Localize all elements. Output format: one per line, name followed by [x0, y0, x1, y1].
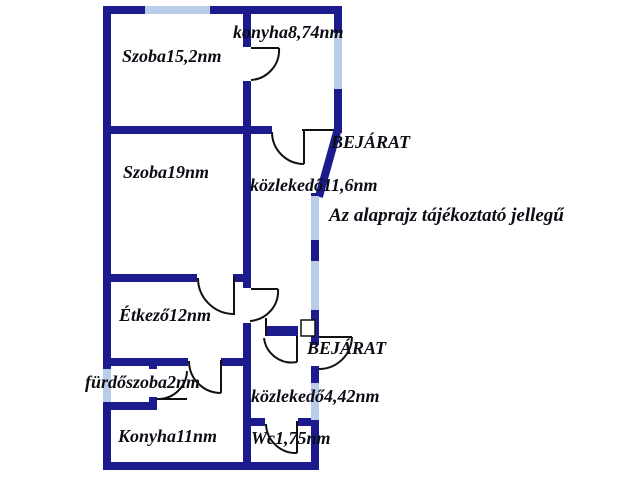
window-right-lower [311, 383, 319, 420]
wall-openings [149, 47, 319, 426]
wall-szoba19-etkezo [103, 274, 251, 282]
wall-vertical-main [243, 6, 251, 462]
wall-etkezo-konyha11 [103, 358, 251, 366]
room-label-konyha11: Konyha11nm [118, 426, 218, 446]
disclaimer-note: Az alaprajz tájékoztató jellegű [329, 205, 564, 226]
door-furdoszoba [157, 370, 188, 400]
room-label-kozlekedo11: közlekedő11,6nm [250, 175, 378, 195]
wall-furdoszoba-bottom [103, 402, 157, 410]
window-top [145, 6, 210, 14]
door-etkezo-kozlekedo [249, 288, 280, 322]
door-konyha11 [188, 360, 222, 394]
entrance-label-upper: BEJÁRAT [331, 132, 411, 152]
door-symbols [157, 47, 353, 455]
room-label-szoba15: Szoba15,2nm [122, 46, 222, 66]
window-left-furdoszoba [103, 369, 111, 402]
wall-left [103, 6, 111, 470]
window-right-kozlekedo-1 [311, 196, 319, 240]
wall-vestibule [265, 326, 298, 336]
room-label-furdoszoba: fürdőszoba2nm [85, 372, 201, 392]
window-right-kozlekedo-2 [311, 261, 319, 310]
wall-szoba15-szoba19 [103, 126, 272, 134]
entrance-label-lower: BEJÁRAT [307, 338, 387, 358]
wall-slanted-entrance [315, 127, 342, 198]
room-label-szoba19: Szoba19nm [123, 162, 210, 182]
room-label-wc: Wc1,75nm [251, 428, 331, 448]
wall-bottom [103, 462, 319, 470]
door-szoba19 [197, 277, 235, 315]
windows [103, 6, 342, 420]
wall-top [103, 6, 342, 14]
door-wc [265, 421, 298, 455]
room-label-kozlekedo4: közlekedő4,42nm [251, 386, 380, 406]
door-entrance-lower [318, 336, 353, 370]
entrance-threshold-notch [300, 319, 316, 337]
door-entrance-upper [271, 129, 334, 165]
room-label-etkezo: Étkező12nm [119, 305, 212, 325]
room-label-konyha8: konyha8,74nm [233, 22, 344, 42]
window-right-konyha [334, 33, 342, 89]
door-konyha [250, 47, 281, 81]
door-vestibule [263, 318, 298, 364]
